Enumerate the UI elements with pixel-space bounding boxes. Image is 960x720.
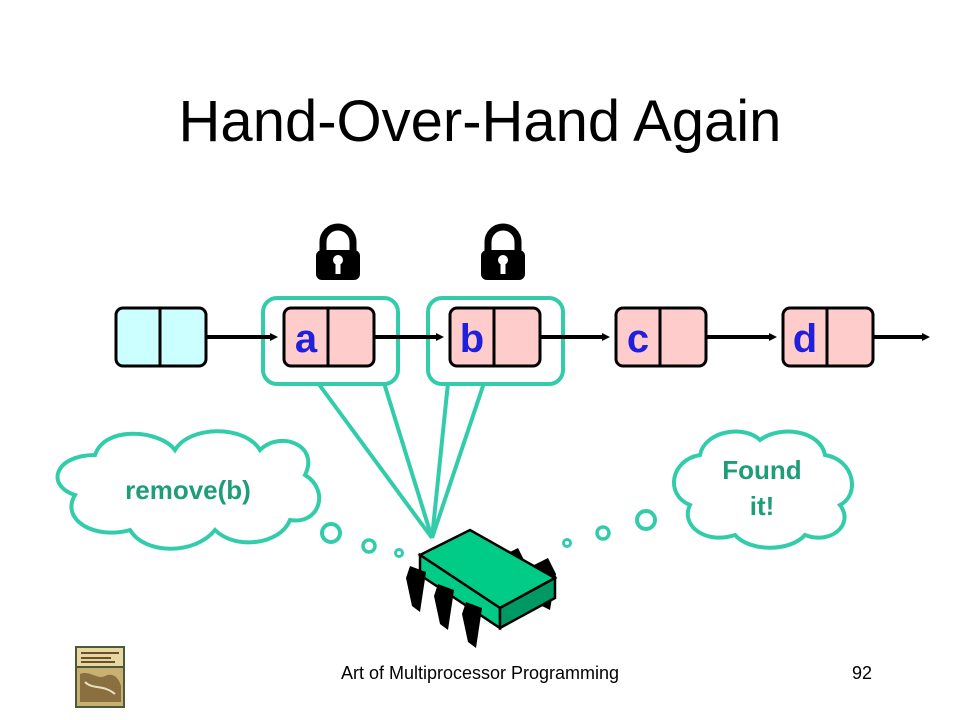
grip-line-b-left: [430, 382, 450, 539]
slide-title: Hand-Over-Hand Again: [178, 89, 782, 154]
grip-line-a-left: [316, 381, 434, 540]
lock-grip-lines: [316, 381, 486, 540]
node-label-b: b: [460, 317, 484, 361]
thought-bubble-dot: [361, 538, 377, 554]
padlock-icon: [481, 223, 525, 280]
grip-line-b-right: [430, 382, 486, 539]
thought-bubble-dot: [595, 525, 611, 541]
node-b: b: [448, 306, 542, 368]
thought-bubble-dot: [394, 548, 404, 558]
thought-bubble-dot: [562, 538, 572, 548]
thought-cloud-left: remove(b): [55, 429, 322, 551]
thought-bubble-dot: [320, 522, 342, 544]
thought-bubble-dot: [635, 509, 657, 531]
grip-line-a-right: [382, 382, 434, 539]
thought-text-right-line1: Found: [722, 455, 801, 485]
node-a: a: [282, 306, 376, 368]
node-c: c: [614, 306, 708, 368]
node-d: d: [781, 306, 875, 368]
node-sentinel: [114, 306, 208, 368]
padlock-icon: [316, 223, 360, 280]
page-number: 92: [852, 663, 873, 683]
footer-text: Art of Multiprocessor Programming: [340, 663, 620, 683]
node-label-c: c: [627, 317, 649, 361]
thought-text-left: remove(b): [125, 475, 251, 505]
thought-text-right-line2: it!: [750, 491, 775, 521]
thought-cloud-right: Found it!: [672, 429, 854, 550]
processor-chip-icon: [406, 528, 558, 648]
book-cover-icon: [75, 646, 125, 708]
node-label-d: d: [793, 317, 817, 361]
node-label-a: a: [295, 317, 318, 361]
